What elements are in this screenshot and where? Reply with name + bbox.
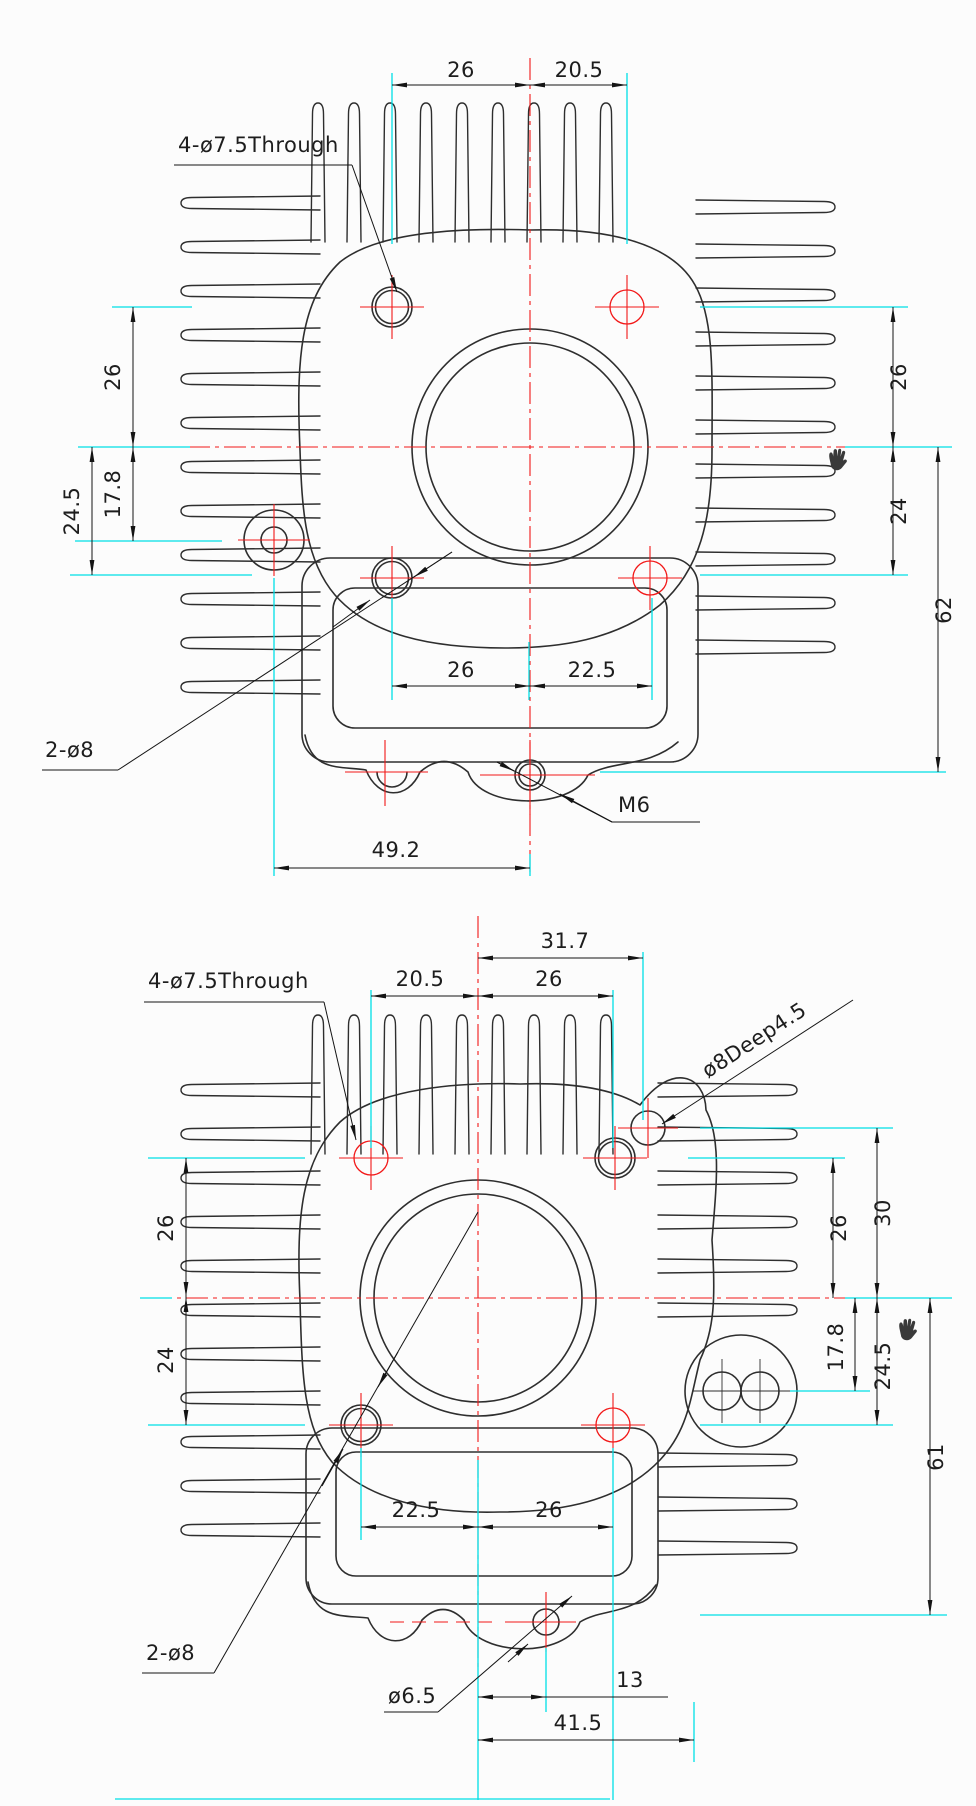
centerlines-top-view <box>80 58 882 872</box>
dim-right-upper: 26 <box>887 363 911 391</box>
dim-left-inner-lower: 17.8 <box>101 470 125 519</box>
dimensions-top-view: 26 20.5 26 17.8 24.5 26 24 62 26 22.5 49… <box>60 58 956 871</box>
dim-top-right: 20.5 <box>555 58 604 82</box>
dim-left-lower: 24 <box>154 1346 178 1374</box>
dim-top-left: 26 <box>447 58 475 82</box>
extension-lines-top-view <box>70 73 952 876</box>
gasket-outline <box>297 228 713 649</box>
callout-dowel-holes: 2-ø8 <box>146 1641 195 1665</box>
bottom-view-drawing: 31.7 20.5 26 26 24 26 30 17.8 24.5 61 22… <box>115 916 952 1800</box>
callout-dowel-holes: 2-ø8 <box>45 738 94 762</box>
dim-top-total: 31.7 <box>541 929 590 953</box>
dim-right-total: 62 <box>932 596 956 624</box>
cooling-fins-top-view <box>180 102 836 695</box>
dim-right-upper: 26 <box>827 1214 851 1242</box>
gasket-outline <box>298 1077 718 1513</box>
dim-bottom-inner: 13 <box>616 1668 644 1692</box>
callout-thread: M6 <box>618 793 650 817</box>
bottom-edge-wavy <box>307 1581 657 1650</box>
flange-inner <box>335 1451 633 1577</box>
callout-bolt-holes: 4-ø7.5Through <box>178 133 339 157</box>
flange-outer <box>305 1427 659 1605</box>
dim-left-upper: 26 <box>101 363 125 391</box>
dim-bottom-total: 41.5 <box>554 1711 603 1735</box>
dim-right-total: 61 <box>924 1443 948 1471</box>
dim-bottom-offset: 49.2 <box>372 838 421 862</box>
dim-right-lower: 24 <box>887 497 911 525</box>
pan-hand-cursor-icon <box>829 448 847 471</box>
dim-mid-right: 26 <box>535 1498 563 1522</box>
dim-mid-left: 26 <box>447 658 475 682</box>
dim-mid-left: 22.5 <box>392 1498 441 1522</box>
part-body-top-view <box>243 228 713 802</box>
dim-top-right: 26 <box>535 967 563 991</box>
dim-right-upper-total: 30 <box>871 1199 895 1227</box>
bottom-edge-wavy <box>304 734 679 802</box>
dim-right-lower-outer: 24.5 <box>871 1342 895 1391</box>
flange-inner <box>332 587 668 729</box>
dim-top-left: 20.5 <box>396 967 445 991</box>
dimensions-bottom-view: 31.7 20.5 26 26 24 26 30 17.8 24.5 61 22… <box>154 929 948 1743</box>
dim-mid-right: 22.5 <box>568 658 617 682</box>
callouts-top-view: 4-ø7.5Through 2-ø8 M6 <box>42 133 700 823</box>
dim-left-upper: 26 <box>154 1214 178 1242</box>
callout-bolt-holes: 4-ø7.5Through <box>148 969 309 993</box>
notch-arc <box>376 771 408 788</box>
callout-drain: ø6.5 <box>388 1684 436 1708</box>
top-view-drawing: 26 20.5 26 17.8 24.5 26 24 62 26 22.5 49… <box>42 58 956 876</box>
callout-counterbore: ø8Deep4.5 <box>698 998 811 1083</box>
part-body-bottom-view <box>298 1077 798 1650</box>
extension-lines-bottom-view <box>115 952 952 1800</box>
callouts-bottom-view: 4-ø7.5Through ø8Deep4.5 2-ø8 ø6.5 <box>142 969 854 1713</box>
pan-hand-cursor-icon <box>899 1318 917 1341</box>
dim-left-outer-lower: 24.5 <box>60 487 84 536</box>
dim-right-lower-inner: 17.8 <box>824 1323 848 1372</box>
